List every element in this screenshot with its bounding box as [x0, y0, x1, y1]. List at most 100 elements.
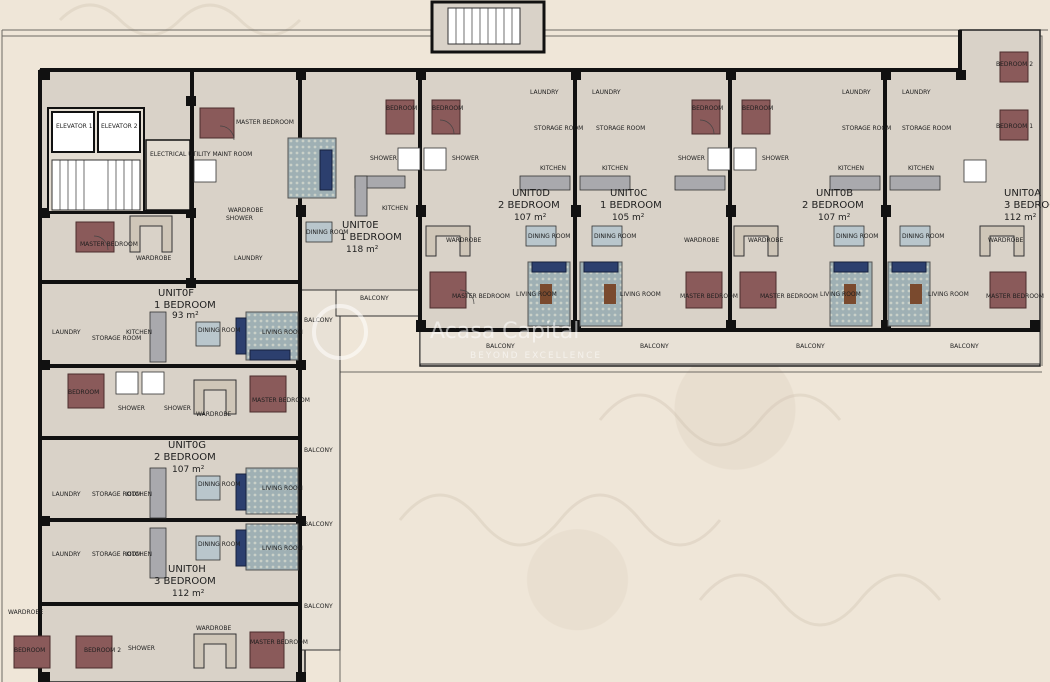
master-bedroom-label: MASTER BEDROOM	[80, 241, 138, 248]
unit-c-type: 1 BEDROOM	[600, 200, 662, 211]
elevator-core	[47, 107, 191, 213]
storage-room-label: STORAGE ROOM	[534, 125, 583, 132]
kitchen-label: KITCHEN	[540, 165, 566, 172]
balcony-label: BALCONY	[304, 603, 333, 610]
unit-b-type: 2 BEDROOM	[802, 200, 864, 211]
balcony-label: BALCONY	[360, 295, 389, 302]
wardrobe-label: WARDROBE	[196, 625, 232, 632]
wardrobe-label: WARDROBE	[228, 207, 264, 214]
living-room-label: LIVING ROOM	[928, 291, 969, 298]
living-room-label: LIVING ROOM	[262, 545, 303, 552]
unit-d-type: 2 BEDROOM	[498, 200, 560, 211]
master-bedroom-label: MASTER BEDROOM	[236, 119, 294, 126]
unit-g-name: UNIT0G	[168, 440, 206, 451]
shower-label: SHOWER	[452, 155, 479, 162]
unit-e-type: 1 BEDROOM	[340, 232, 402, 243]
living-room-label: LIVING ROOM	[262, 329, 303, 336]
laundry-label: LAUNDRY	[592, 89, 621, 96]
balcony-label: BALCONY	[304, 521, 333, 528]
shower-label: SHOWER	[678, 155, 705, 162]
laundry-label: LAUNDRY	[530, 89, 559, 96]
dining-tables	[195, 221, 931, 561]
master-bedroom-label: MASTER BEDROOM	[680, 293, 738, 300]
unit-b-area: 107 m²	[818, 213, 851, 223]
living-room-label: LIVING ROOM	[262, 485, 303, 492]
wardrobe-label: WARDROBE	[446, 237, 482, 244]
living-furniture	[235, 137, 931, 571]
watermark: Acasa Capital BEYOND EXCELLENCE	[312, 304, 602, 361]
bedroom-label: BEDROOM	[432, 105, 463, 112]
storage-room-label: STORAGE ROOM	[92, 335, 141, 342]
unit-h-area: 112 m²	[172, 589, 205, 599]
laundry-label: LAUNDRY	[234, 255, 263, 262]
unit-f-type: 1 BEDROOM	[154, 300, 216, 311]
top-stair-core	[430, 0, 546, 54]
watermark-subtitle: BEYOND EXCELLENCE	[470, 351, 602, 361]
shower-label: SHOWER	[762, 155, 789, 162]
unit-f-area: 93 m²	[172, 311, 199, 321]
master-bedroom-label: MASTER BEDROOM	[452, 293, 510, 300]
shower-label: SHOWER	[164, 405, 191, 412]
storage-room-label: STORAGE ROOM	[842, 125, 891, 132]
master-bedroom-label: MASTER BEDROOM	[986, 293, 1044, 300]
unit-c-name: UNIT0C	[610, 188, 647, 199]
wardrobes	[129, 215, 1025, 669]
bedroom-label: BEDROOM	[68, 389, 99, 396]
unit-h-type: 3 BEDROOM	[154, 576, 216, 587]
unit-h-name: UNIT0H	[168, 564, 206, 575]
laundry-label: LAUNDRY	[52, 491, 81, 498]
dining-room-label: DINING ROOM	[836, 233, 878, 240]
laundry-label: LAUNDRY	[52, 329, 81, 336]
unit-d-name: UNIT0D	[512, 188, 550, 199]
door-swings	[93, 119, 715, 305]
bedroom-label: BEDROOM	[14, 647, 45, 654]
background-pattern	[58, 3, 942, 627]
shower-label: SHOWER	[118, 405, 145, 412]
shower-label: SHOWER	[370, 155, 397, 162]
unit-e-area: 118 m²	[346, 245, 379, 255]
unit-e-name: UNIT0E	[342, 220, 379, 231]
balcony-label: BALCONY	[796, 343, 825, 350]
unit-g-type: 2 BEDROOM	[154, 452, 216, 463]
storage-room-label: STORAGE ROOM	[92, 491, 141, 498]
kitchen-label: KITCHEN	[838, 165, 864, 172]
storage-room-label: STORAGE ROOM	[902, 125, 951, 132]
storage-room-label: STORAGE ROOM	[92, 551, 141, 558]
dining-room-label: DINING ROOM	[594, 233, 636, 240]
kitchen-label: KITCHEN	[126, 491, 152, 498]
elevator-2-label: ELEVATOR 2	[101, 123, 138, 130]
wardrobe-label: WARDROBE	[684, 237, 720, 244]
dining-room-label: DINING ROOM	[306, 229, 348, 236]
kitchen-label: KITCHEN	[126, 551, 152, 558]
kitchen-counters	[149, 175, 941, 579]
master-bedroom-label: MASTER BEDROOM	[250, 639, 308, 646]
wardrobe-label: WARDROBE	[136, 255, 172, 262]
dining-room-label: DINING ROOM	[528, 233, 570, 240]
master-bedroom-label: MASTER BEDROOM	[760, 293, 818, 300]
living-room-label: LIVING ROOM	[620, 291, 661, 298]
unit-a-type: 3 BEDROOM	[1004, 200, 1050, 211]
kitchen-label: KITCHEN	[126, 329, 152, 336]
balcony-label: BALCONY	[304, 447, 333, 454]
kitchen-label: KITCHEN	[908, 165, 934, 172]
unit-g-area: 107 m²	[172, 465, 205, 475]
wardrobe-label: WARDROBE	[196, 411, 232, 418]
kitchen-label: KITCHEN	[602, 165, 628, 172]
balcony-label: BALCONY	[950, 343, 979, 350]
wardrobe-label: WARDROBE	[988, 237, 1024, 244]
shower-label: SHOWER	[226, 215, 253, 222]
laundry-label: LAUNDRY	[902, 89, 931, 96]
dining-room-label: DINING ROOM	[198, 481, 240, 488]
bedroom-2-label: BEDROOM 2	[84, 647, 121, 654]
laundry-label: LAUNDRY	[842, 89, 871, 96]
bedroom-1-label: BEDROOM 1	[996, 123, 1033, 130]
living-room-label: LIVING ROOM	[820, 291, 861, 298]
room-labels: ELEVATOR 1 ELEVATOR 2 ELECTRICAL UTILITY…	[8, 61, 1044, 654]
unit-f-name: UNIT0F	[158, 288, 194, 299]
bedroom-label: BEDROOM	[386, 105, 417, 112]
balcony-strips	[299, 289, 1041, 651]
dining-room-label: DINING ROOM	[198, 327, 240, 334]
dining-room-label: DINING ROOM	[198, 541, 240, 548]
storage-room-label: STORAGE ROOM	[596, 125, 645, 132]
